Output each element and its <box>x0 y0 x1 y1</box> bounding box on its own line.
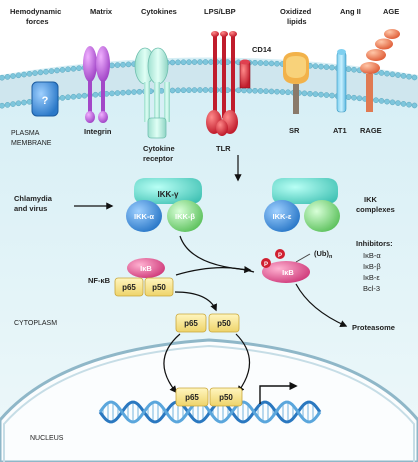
transcription-arrow <box>259 381 298 404</box>
age-label: AGE <box>383 7 399 16</box>
cytokine-receptor <box>134 47 170 139</box>
ikb-degraded-label: IκB <box>282 268 294 277</box>
proteasome-arrow <box>295 283 348 327</box>
ikk-complex-2: IKK-ε <box>264 178 340 232</box>
integrin-label: Integrin <box>84 127 112 136</box>
oxidized-lipids-label: Oxidized lipids <box>280 7 313 26</box>
cytokine-receptor-label: Cytokine receptor <box>143 144 177 163</box>
p65-label: p65 <box>184 319 198 328</box>
tlr-receptor <box>206 31 238 136</box>
at1-receptor <box>336 49 347 113</box>
p65-label: p65 <box>185 393 199 402</box>
import-arrow-left <box>163 333 181 394</box>
ikk-complexes-label: IKK complexes <box>356 195 395 214</box>
inhibitors-title: Inhibitors: <box>356 239 393 248</box>
chlamydia-label: Chlamydia and virus <box>14 194 54 213</box>
ubiquitin-label: (Ub)n <box>314 249 333 260</box>
nfkb-complex: IκB p65 p50 <box>114 258 174 297</box>
lps-lbp-label: LPS/LBP <box>204 7 236 16</box>
p50-label: p50 <box>152 283 166 292</box>
nfkb-to-ikb-arrow <box>175 267 255 276</box>
nucleus <box>0 338 418 462</box>
sr-label: SR <box>289 126 300 135</box>
import-arrow-right <box>235 333 251 394</box>
hemodynamic-label: Hemodynamic forces <box>10 7 63 26</box>
plasma-membrane-label: PLASMA MEMBRANE <box>11 130 52 147</box>
free-nfkb-dimer: p65 p50 <box>175 313 240 333</box>
rage-label: RAGE <box>360 126 382 135</box>
hemodynamic-sensor: ? <box>31 81 59 117</box>
p65-label: p65 <box>122 283 136 292</box>
inhibitors-list: Inhibitors: IκB-α IκB-β IκB-ε Bcl-3 <box>356 239 393 293</box>
at1-label: AT1 <box>333 126 347 135</box>
ang2-label: Ang II <box>340 7 361 16</box>
phospho-label: P <box>278 253 282 259</box>
tlr-label: TLR <box>216 144 231 153</box>
ikk-gamma-label: IKK-γ <box>158 190 179 199</box>
nucleus-label: NUCLEUS <box>30 435 64 442</box>
cd14 <box>239 59 251 89</box>
phospho-label: P <box>264 262 268 268</box>
p50-label: p50 <box>217 319 231 328</box>
ikk-beta-label: IKK-β <box>175 212 195 221</box>
ikb-label: IκB <box>140 264 152 273</box>
nuclear-nfkb-dimer: p65 p50 <box>175 387 243 407</box>
ikk-alpha-label: IKK-α <box>134 212 154 221</box>
inhibitor-item: IκB-ε <box>363 273 380 282</box>
nfkb-release-arrow <box>174 291 217 312</box>
matrix-label: Matrix <box>90 7 113 16</box>
unknown-label: ? <box>42 95 49 107</box>
p50-label: p50 <box>219 393 233 402</box>
proteasome-label: Proteasome <box>352 323 395 332</box>
phospho-ikb: IκB P P <box>261 249 311 283</box>
cytoplasm-label: CYTOPLASM <box>14 320 57 327</box>
nfkb-label: NF-κB <box>88 276 111 285</box>
ikk-epsilon-label: IKK-ε <box>273 212 292 221</box>
scavenger-receptor <box>283 52 309 114</box>
ikk-complex-1: IKK-γ IKK-α IKK-β <box>126 178 203 232</box>
inhibitor-item: IκB-β <box>363 262 381 271</box>
inhibitor-item: Bcl-3 <box>363 284 380 293</box>
integrin-receptor <box>83 46 110 123</box>
rage-receptor <box>360 29 400 112</box>
dna-helix <box>98 400 322 424</box>
cd14-label: CD14 <box>252 45 272 54</box>
cytokines-label: Cytokines <box>141 7 177 16</box>
inhibitor-item: IκB-α <box>363 251 381 260</box>
